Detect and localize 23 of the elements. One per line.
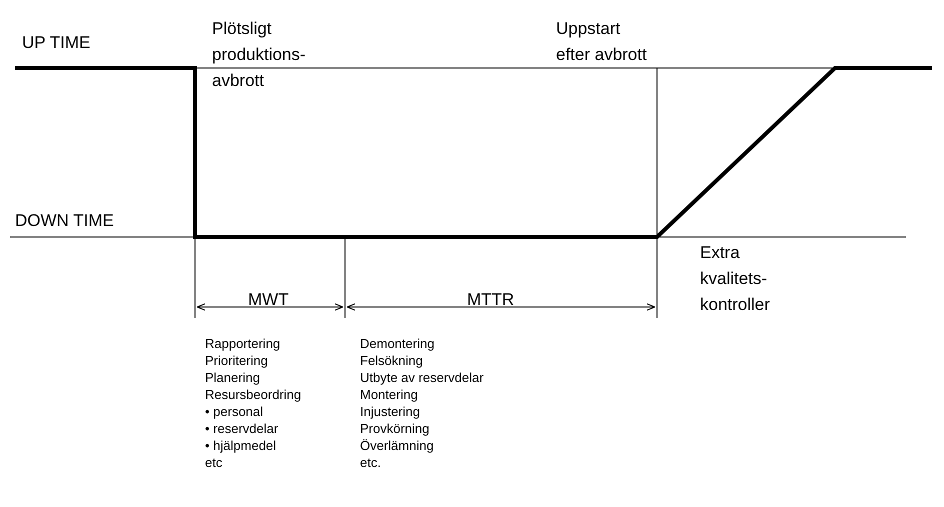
activity-text: Överlämning <box>360 438 434 454</box>
activity-text: Felsökning <box>360 353 423 369</box>
level-label: UP TIME <box>22 32 90 54</box>
activity-text: Utbyte av reservdelar <box>360 370 484 386</box>
activity-text: Resursbeordring <box>205 387 302 403</box>
activity-text: • reservdelar <box>205 421 278 437</box>
activity-text: Montering <box>360 387 418 403</box>
event-label: Extra kvalitets- kontroller <box>700 242 771 316</box>
event-label: Plötsligt produktions- avbrott <box>212 18 307 92</box>
event-label: Uppstart efter avbrott <box>556 18 648 66</box>
activity-text: Injustering <box>360 404 420 420</box>
activity-text: • hjälpmedel <box>205 438 276 454</box>
activity-text: etc. <box>360 455 381 471</box>
activity-text: etc <box>205 455 222 471</box>
level-label: DOWN TIME <box>15 210 114 232</box>
activity-text: Demontering <box>360 336 434 352</box>
activity-text: Prioritering <box>205 353 268 369</box>
dimension-label: MTTR <box>467 289 514 311</box>
dimension-label: MWT <box>248 289 289 311</box>
activity-text: Planering <box>205 370 260 386</box>
activity-text: • personal <box>205 404 264 420</box>
activity-text: Rapportering <box>205 336 280 352</box>
activity-text: Provkörning <box>360 421 430 437</box>
